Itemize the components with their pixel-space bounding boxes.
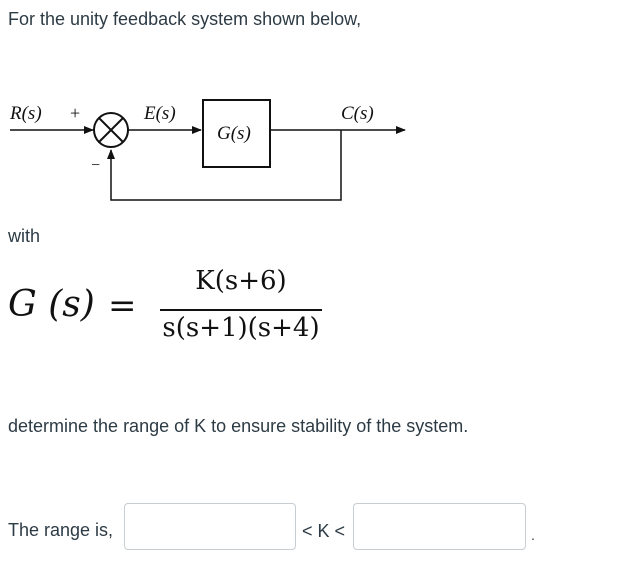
fraction-numerator: K(s+6) — [195, 266, 287, 296]
plant-block — [202, 99, 271, 168]
plus-sign: + — [70, 103, 80, 123]
lower-bound-input[interactable] — [124, 503, 296, 550]
fraction-bar — [160, 309, 322, 311]
with-text: with — [8, 226, 41, 246]
output-label: C(s) — [341, 103, 374, 124]
instruction-text: determine the range of K to ensure stabi… — [8, 416, 469, 436]
range-middle: < K < — [302, 521, 346, 541]
input-label: R(s) — [9, 103, 42, 124]
summing-junction — [93, 112, 129, 148]
feedback-path — [107, 130, 342, 201]
range-suffix: . — [531, 527, 535, 543]
upper-bound-input[interactable] — [353, 503, 526, 550]
transfer-function-lhs: G (s) — [8, 284, 95, 325]
block-label: G(s) — [217, 123, 251, 144]
range-prefix: The range is, — [8, 520, 114, 540]
intro-text: For the unity feedback system shown belo… — [8, 9, 362, 29]
error-label: E(s) — [143, 103, 176, 124]
equals-sign: = — [108, 286, 137, 326]
block-diagram: R(s) + − E(s) G(s) C(s) — [9, 99, 406, 201]
minus-sign: − — [91, 157, 100, 174]
fraction-denominator: s(s+1)(s+4) — [162, 313, 320, 343]
